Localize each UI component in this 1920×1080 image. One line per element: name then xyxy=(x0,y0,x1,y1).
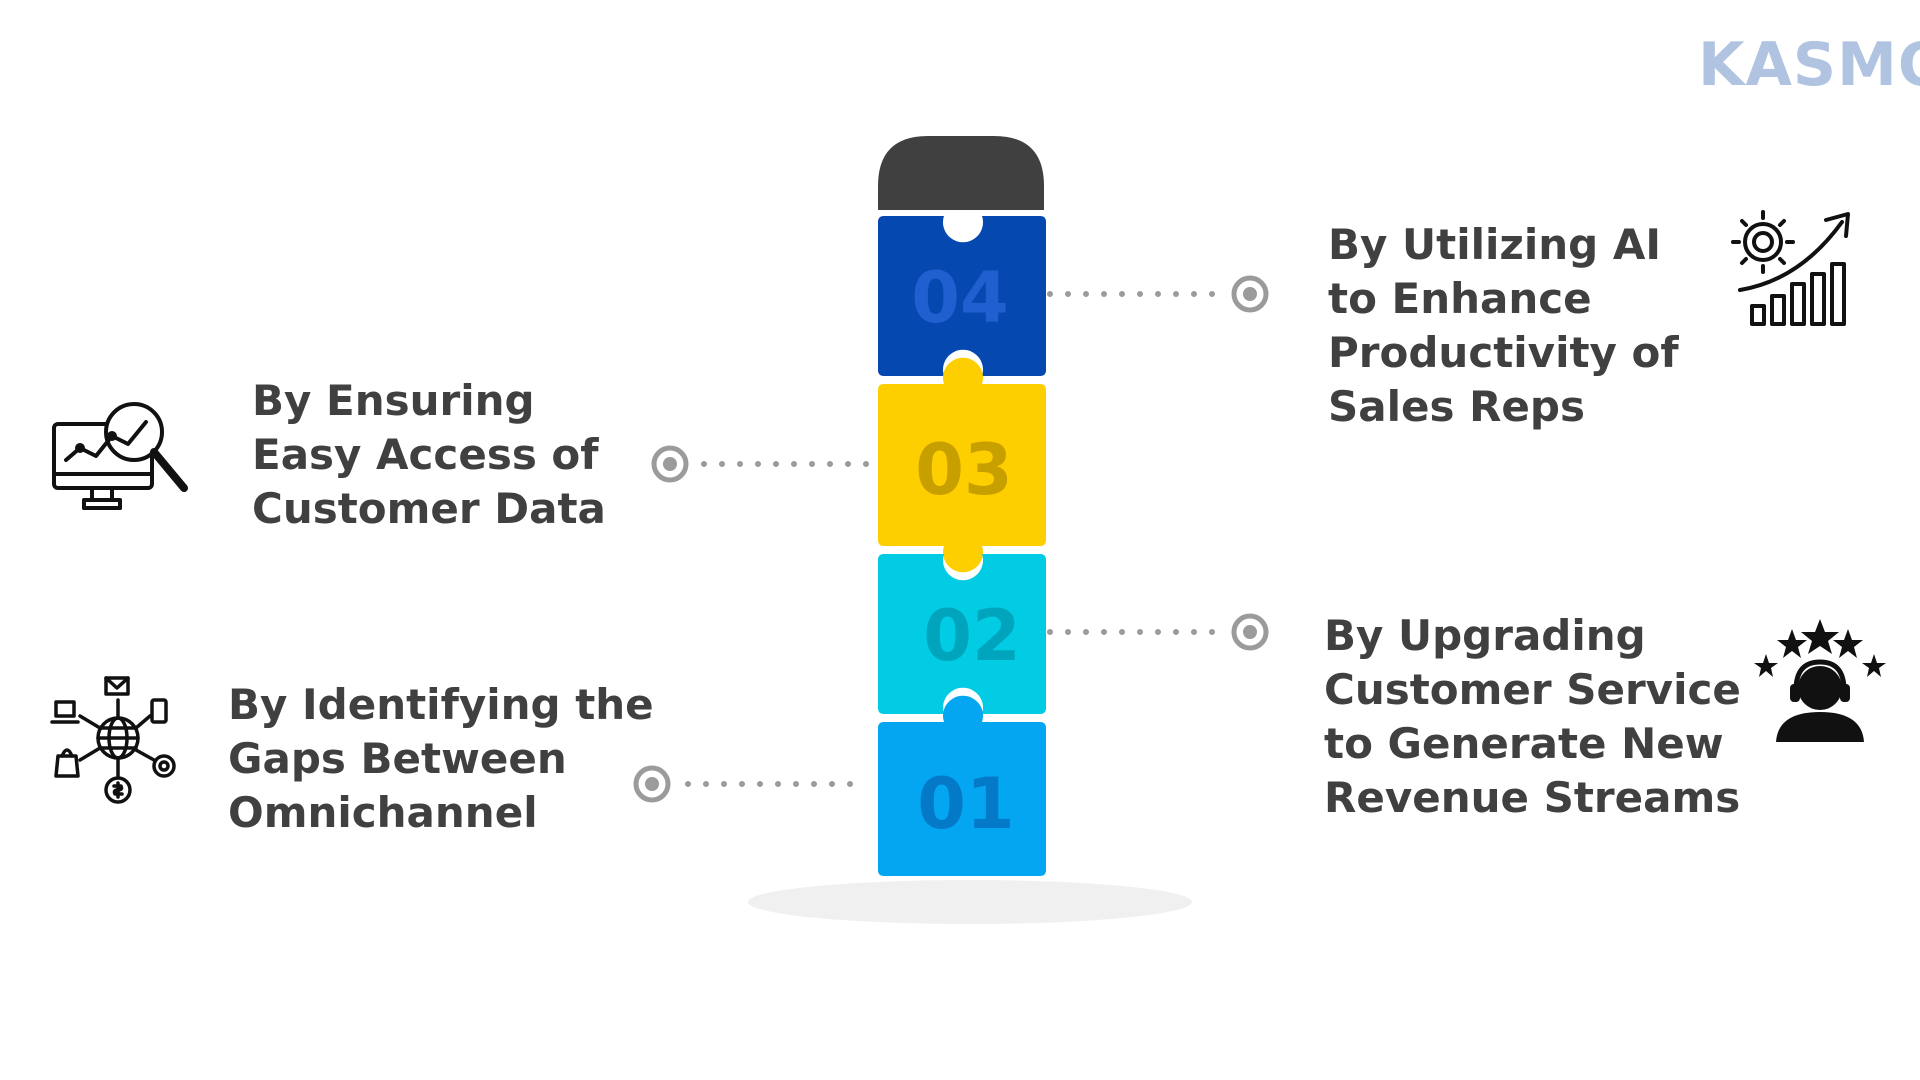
step-02-line-4: Revenue Streams xyxy=(1324,773,1741,822)
step-02-line-1: By Upgrading xyxy=(1324,611,1646,660)
kasmo-logo: KASMO xyxy=(1698,30,1920,100)
step-number-04: 04 xyxy=(911,257,1008,339)
connector-03 xyxy=(651,445,879,483)
puzzle-piece-04 xyxy=(878,216,1046,376)
step-03-caption: By Ensuring Easy Access of Customer Data xyxy=(252,374,606,536)
step-number-02: 02 xyxy=(923,595,1020,677)
step-01-caption: By Identifying the Gaps Between Omnichan… xyxy=(228,678,654,840)
step-01-line-1: By Identifying the xyxy=(228,680,654,729)
step-04-line-3: Productivity of xyxy=(1328,328,1679,377)
puzzle-piece-01 xyxy=(878,695,1046,876)
step-03-line-1: By Ensuring xyxy=(252,376,535,425)
step-02-line-2: Customer Service xyxy=(1324,665,1741,714)
step-04-caption: By Utilizing AI to Enhance Productivity … xyxy=(1328,218,1679,434)
tower-cap xyxy=(878,136,1044,210)
step-number-03: 03 xyxy=(915,429,1012,511)
omnichannel-network-icon xyxy=(50,676,176,804)
step-02-line-3: to Generate New xyxy=(1324,719,1724,768)
step-04-line-1: By Utilizing AI xyxy=(1328,220,1661,269)
puzzle-piece-02 xyxy=(878,554,1046,714)
tower-shadow xyxy=(748,880,1192,924)
step-01-line-2: Gaps Between xyxy=(228,734,567,783)
step-04-line-4: Sales Reps xyxy=(1328,382,1585,431)
step-03-line-3: Customer Data xyxy=(252,484,606,533)
puzzle-piece-03 xyxy=(878,357,1046,573)
connector-04 xyxy=(1047,275,1269,313)
step-04-line-2: to Enhance xyxy=(1328,274,1592,323)
connector-01 xyxy=(633,765,863,803)
connector-02 xyxy=(1047,613,1269,651)
step-02-caption: By Upgrading Customer Service to Generat… xyxy=(1324,609,1741,825)
customer-service-rating-icon xyxy=(1754,619,1886,742)
ai-growth-chart-icon xyxy=(1731,210,1850,326)
step-01-line-3: Omnichannel xyxy=(228,788,538,837)
step-03-line-2: Easy Access of xyxy=(252,430,599,479)
data-analytics-monitor-icon xyxy=(52,402,188,510)
step-number-01: 01 xyxy=(917,763,1014,845)
